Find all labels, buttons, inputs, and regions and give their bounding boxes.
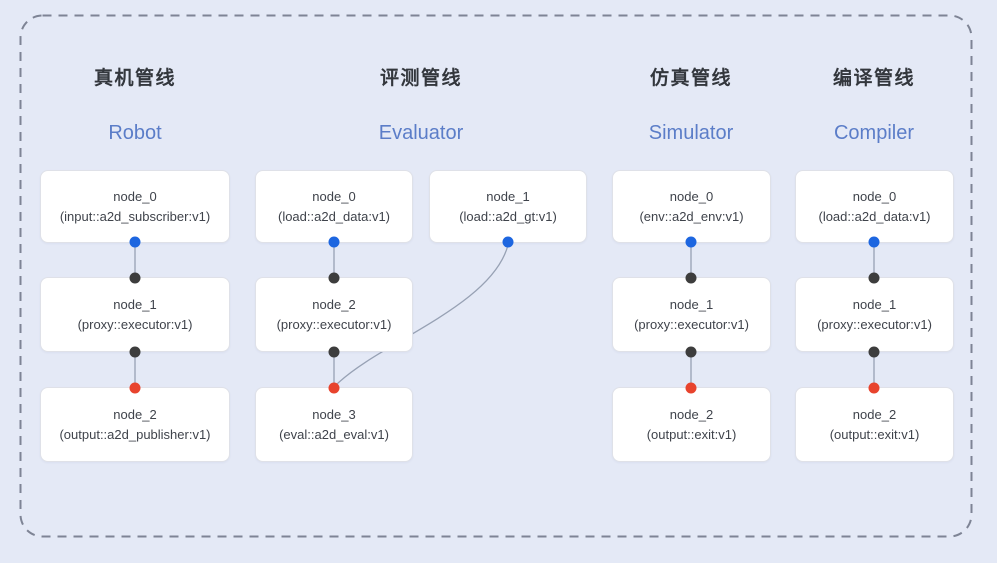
black-port-dot (685, 272, 697, 284)
black-port-dot (328, 272, 340, 284)
simulator-node-0: node_0(env::a2d_env:v1) (612, 170, 771, 243)
compiler-pipeline-title-cn: 编译管线 (832, 68, 916, 89)
compiler-node-1: node_1(proxy::executor:v1) (795, 277, 954, 352)
node-type-label: (output::exit:v1) (829, 426, 920, 442)
simulator-pipeline-title-en: Simulator (648, 122, 734, 144)
black-port-dot (129, 346, 141, 358)
node-label: node_0 (113, 188, 157, 204)
node-label: node_0 (669, 188, 714, 204)
evaluator-node-0: node_0(load::a2d_data:v1) (255, 170, 413, 243)
node-label: node_1 (669, 296, 714, 312)
black-port-dot (129, 272, 141, 284)
black-port-dot (685, 346, 697, 358)
black-port-dot (328, 346, 340, 358)
node-type-label: (output::a2d_publisher:v1) (59, 426, 211, 442)
red-port-dot (685, 382, 697, 394)
node-type-label: (load::a2d_gt:v1) (459, 208, 557, 224)
node-type-label: (proxy::executor:v1) (77, 316, 193, 332)
evaluator-node-2: node_2(proxy::executor:v1) (255, 277, 413, 352)
robot-node-2: node_2(output::a2d_publisher:v1) (40, 387, 230, 462)
red-port-dot (129, 382, 141, 394)
simulator-node-1: node_1(proxy::executor:v1) (612, 277, 771, 352)
robot-node-1: node_1(proxy::executor:v1) (40, 277, 230, 352)
node-type-label: (output::exit:v1) (646, 426, 737, 442)
node-label: node_2 (113, 406, 157, 422)
node-type-label: (eval::a2d_eval:v1) (279, 426, 389, 442)
node-type-label: (input::a2d_subscriber:v1) (59, 208, 211, 224)
node-label: node_1 (486, 188, 530, 204)
node-type-label: (load::a2d_data:v1) (277, 208, 391, 224)
node-label: node_1 (113, 296, 157, 312)
node-type-label: (proxy::executor:v1) (634, 316, 749, 332)
robot-node-0: node_0(input::a2d_subscriber:v1) (40, 170, 230, 243)
node-type-label: (env::a2d_env:v1) (639, 208, 744, 224)
black-port-dot (868, 272, 880, 284)
node-type-label: (proxy::executor:v1) (276, 316, 392, 332)
compiler-node-0: node_0(load::a2d_data:v1) (795, 170, 954, 243)
node-type-label: (proxy::executor:v1) (817, 316, 932, 332)
simulator-pipeline-title-cn: 仿真管线 (649, 68, 733, 89)
node-type-label: (load::a2d_data:v1) (818, 208, 931, 224)
blue-port-dot (685, 236, 697, 248)
black-port-dot (868, 346, 880, 358)
blue-port-dot (868, 236, 880, 248)
compiler-node-2: node_2(output::exit:v1) (795, 387, 954, 462)
node-label: node_0 (312, 188, 356, 204)
robot-pipeline-title-cn: 真机管线 (93, 68, 177, 89)
node-label: node_3 (312, 406, 356, 422)
red-port-dot (328, 382, 340, 394)
evaluator-pipeline-title-en: Evaluator (378, 122, 464, 144)
compiler-pipeline-title-en: Compiler (833, 122, 915, 144)
node-label: node_2 (312, 296, 356, 312)
simulator-node-2: node_2(output::exit:v1) (612, 387, 771, 462)
evaluator-pipeline-title-cn: 评测管线 (379, 68, 463, 89)
node-label: node_2 (669, 406, 714, 422)
red-port-dot (868, 382, 880, 394)
evaluator-node-3: node_3(eval::a2d_eval:v1) (255, 387, 413, 462)
node-label: node_0 (852, 188, 897, 204)
evaluator-node-1: node_1(load::a2d_gt:v1) (429, 170, 587, 243)
robot-pipeline-title-en: Robot (108, 122, 162, 144)
node-label: node_2 (852, 406, 897, 422)
node-label: node_1 (852, 296, 897, 312)
blue-port-dot (328, 236, 340, 248)
blue-port-dot (502, 236, 514, 248)
blue-port-dot (129, 236, 141, 248)
